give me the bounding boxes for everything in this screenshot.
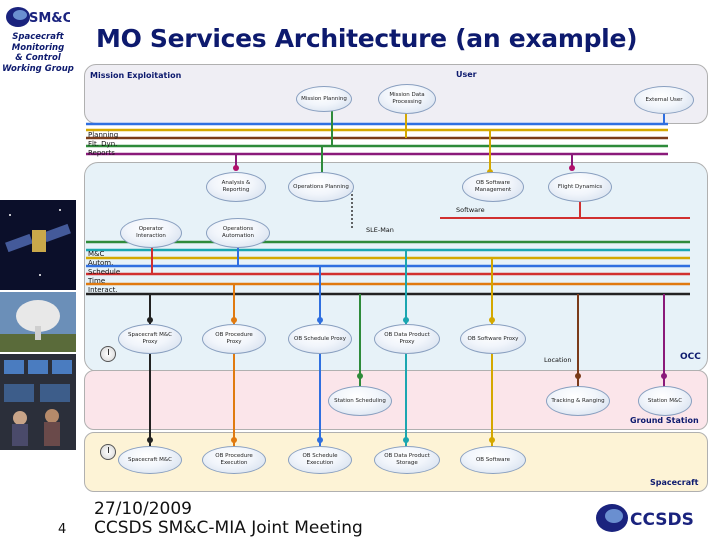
port-dot bbox=[231, 437, 237, 443]
service-list-item: Time bbox=[88, 277, 106, 285]
station-scheduling-node: Station Scheduling bbox=[328, 386, 392, 416]
operations-planning-label: Operations Planning bbox=[293, 183, 349, 190]
working-group-label: Spacecraft Monitoring & Control Working … bbox=[0, 32, 76, 74]
operations-planning-node: Operations Planning bbox=[288, 172, 354, 202]
ob-software-node: OB Software bbox=[460, 446, 526, 474]
port-dot bbox=[403, 437, 409, 443]
ob-software-proxy-node: OB Software Proxy bbox=[460, 324, 526, 354]
antenna-photo bbox=[0, 292, 76, 352]
ob-procedure-execution-label: OB Procedure Execution bbox=[215, 453, 253, 466]
ob-procedure-proxy-label: OB Procedure Proxy bbox=[215, 332, 253, 345]
ob-data-product-proxy-node: OB Data Product Proxy bbox=[374, 324, 440, 354]
ob-software-proxy-label: OB Software Proxy bbox=[467, 335, 519, 342]
ob-procedure-execution-node: OB Procedure Execution bbox=[202, 446, 266, 474]
ob-data-product-storage-node: OB Data Product Storage bbox=[374, 446, 440, 474]
operator-interaction-node: Operator Interaction bbox=[120, 218, 182, 248]
software-label: Software bbox=[456, 206, 485, 214]
meeting-name: CCSDS SM&C-MIA Joint Meeting bbox=[94, 518, 363, 538]
ob-schedule-execution-label: OB Schedule Execution bbox=[302, 453, 338, 466]
station-mc-label: Station M&C bbox=[647, 397, 683, 404]
ob-schedule-proxy-label: OB Schedule Proxy bbox=[294, 335, 346, 342]
service-list-item: Interact. bbox=[88, 286, 118, 294]
meeting-date: 27/10/2009 bbox=[94, 499, 192, 519]
service-list-item: Reports bbox=[88, 149, 115, 157]
location-label: Location bbox=[544, 356, 572, 364]
working-group-line: Working Group bbox=[2, 63, 74, 74]
station-scheduling-label: Station Scheduling bbox=[334, 397, 386, 404]
occ-label: OCC bbox=[680, 352, 701, 362]
service-list-item: M&C bbox=[88, 250, 105, 258]
port-dot bbox=[489, 437, 495, 443]
port-dot bbox=[317, 437, 323, 443]
operations-automation-label: Operations Automation bbox=[221, 226, 255, 239]
port-dot bbox=[661, 373, 667, 379]
footer-text: 27/10/2009 CCSDS SM&C-MIA Joint Meeting bbox=[94, 500, 363, 538]
port-dot bbox=[357, 373, 363, 379]
port-dot bbox=[231, 317, 237, 323]
ob-software-management-node: OB Software Management bbox=[462, 172, 524, 202]
mission-planning-label: Mission Planning bbox=[301, 95, 347, 102]
tracking-ranging-label: Tracking & Ranging bbox=[551, 397, 605, 404]
spacecraft-mc-proxy-node: Spacecraft M&C Proxy bbox=[118, 324, 182, 354]
operator-interaction-label: Operator Interaction bbox=[136, 226, 166, 239]
flight-dynamics-node: Flight Dynamics bbox=[548, 172, 612, 202]
port-dot bbox=[575, 373, 581, 379]
satellite-photo bbox=[0, 200, 76, 290]
ob-procedure-proxy-node: OB Procedure Proxy bbox=[202, 324, 266, 354]
ccsds-logo: CCSDS bbox=[596, 504, 694, 532]
operations-automation-node: Operations Automation bbox=[206, 218, 270, 248]
control-room-photo bbox=[0, 354, 76, 450]
external-user-label: External User bbox=[645, 96, 683, 103]
page-number: 4 bbox=[58, 522, 67, 537]
ccsds-logo-text: CCSDS bbox=[630, 510, 694, 530]
mission-data-processing-label: Mission Data Processing bbox=[389, 92, 425, 105]
ob-software-management-label: OB Software Management bbox=[474, 180, 512, 193]
tracking-ranging-node: Tracking & Ranging bbox=[546, 386, 610, 416]
port-dot bbox=[147, 437, 153, 443]
smc-logo-text: SM&C bbox=[29, 11, 70, 26]
station-mc-node: Station M&C bbox=[638, 386, 692, 416]
spacecraft-mc-label: Spacecraft M&C bbox=[127, 456, 173, 463]
service-list-item: Planning bbox=[88, 131, 119, 139]
flight-dynamics-label: Flight Dynamics bbox=[557, 183, 603, 190]
ob-data-product-storage-label: OB Data Product Storage bbox=[384, 453, 430, 466]
clock-icon bbox=[100, 346, 116, 362]
mission-planning-node: Mission Planning bbox=[296, 86, 352, 112]
ground-station-label: Ground Station bbox=[630, 416, 699, 425]
port-dot bbox=[489, 317, 495, 323]
port-dot bbox=[317, 317, 323, 323]
service-list-item: Flt. Dyn. bbox=[88, 140, 118, 148]
clock-icon bbox=[100, 444, 116, 460]
external-user-node: External User bbox=[634, 86, 694, 114]
ob-data-product-proxy-label: OB Data Product Proxy bbox=[384, 332, 430, 345]
service-list-top: Planning Flt. Dyn. Reports bbox=[88, 131, 118, 158]
mission-data-processing-node: Mission Data Processing bbox=[378, 84, 436, 114]
spacecraft-mc-proxy-label: Spacecraft M&C Proxy bbox=[127, 332, 173, 345]
analysis-reporting-node: Analysis & Reporting bbox=[206, 172, 266, 202]
sle-man-label: SLE-Man bbox=[366, 226, 394, 234]
spacecraft-label: Spacecraft bbox=[650, 478, 699, 487]
working-group-line: Monitoring bbox=[11, 42, 65, 53]
working-group-line: Spacecraft bbox=[12, 32, 64, 42]
ob-software-label: OB Software bbox=[475, 456, 511, 463]
port-dot bbox=[403, 317, 409, 323]
service-list-mid: M&C Autom. Schedule Time Interact. bbox=[88, 250, 120, 295]
page-title: MO Services Architecture (an example) bbox=[96, 24, 638, 53]
port-dot bbox=[569, 165, 575, 171]
working-group-line: & Control bbox=[15, 53, 61, 63]
spacecraft-mc-node: Spacecraft M&C bbox=[118, 446, 182, 474]
ob-schedule-execution-node: OB Schedule Execution bbox=[288, 446, 352, 474]
analysis-reporting-label: Analysis & Reporting bbox=[221, 180, 251, 193]
service-list-item: Autom. bbox=[88, 259, 114, 267]
service-list-item: Schedule bbox=[88, 268, 121, 276]
user-label: User bbox=[456, 70, 477, 79]
port-dot bbox=[233, 165, 239, 171]
smc-logo: SM&C bbox=[6, 7, 70, 27]
port-dot bbox=[147, 317, 153, 323]
mission-exploitation-label: Mission Exploitation bbox=[90, 71, 182, 80]
ob-schedule-proxy-node: OB Schedule Proxy bbox=[288, 324, 352, 354]
sidebar: SM&C Spacecraft Monitoring & Control Wor… bbox=[0, 0, 76, 540]
